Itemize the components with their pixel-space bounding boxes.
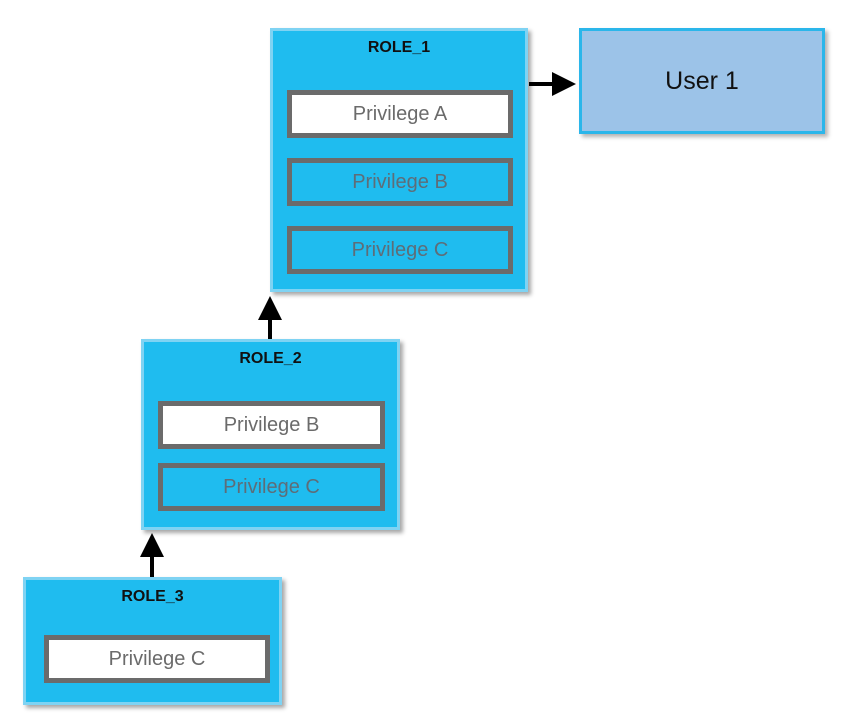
role-2-title: ROLE_2 xyxy=(239,350,302,367)
role-1-box: ROLE_1 Privilege A Privilege B Privilege… xyxy=(270,28,528,292)
role-1-title: ROLE_1 xyxy=(367,39,431,56)
role-3-title: ROLE_3 xyxy=(121,588,184,605)
role-3-box: ROLE_3 Privilege C xyxy=(23,577,282,705)
user-1-box: User 1 xyxy=(579,28,825,134)
role-2-privilege-b: Privilege B xyxy=(158,401,385,449)
role-1-privilege-b: Privilege B xyxy=(287,158,513,206)
role-1-privilege-c: Privilege C xyxy=(287,226,513,274)
role-3-privilege-c: Privilege C xyxy=(44,635,270,683)
role-1-privilege-a: Privilege A xyxy=(287,90,513,138)
role-2-box: ROLE_2 Privilege B Privilege C xyxy=(141,339,400,530)
role-2-privilege-c: Privilege C xyxy=(158,463,385,511)
